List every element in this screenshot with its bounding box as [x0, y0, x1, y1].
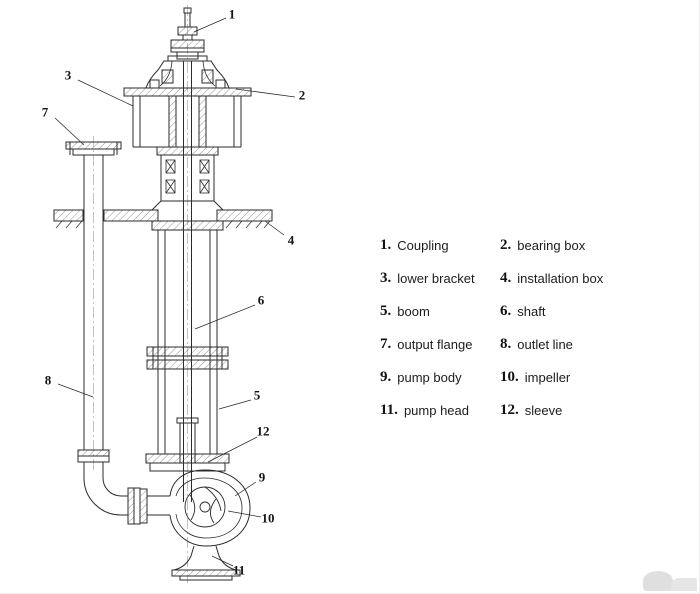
parts-legend: 1. Coupling 2. bearing box 3. lower brac…	[380, 229, 672, 427]
legend-item-number: 6.	[500, 303, 512, 319]
centerlines	[93, 5, 188, 583]
watermark-logo	[639, 565, 697, 591]
legend-item-label: shaft	[517, 304, 546, 319]
callout-bearing-box: 2	[298, 87, 306, 103]
legend-item-outlet-line: 8. outlet line	[500, 328, 672, 361]
legend-item-label: outlet line	[517, 337, 573, 352]
lower-bracket-part	[132, 96, 242, 148]
callout-pump-body: 9	[258, 469, 266, 485]
legend-item-number: 9.	[380, 369, 392, 385]
legend-item-coupling: 1. Coupling	[380, 229, 494, 262]
legend-item-number: 4.	[500, 270, 512, 286]
legend-item-number: 8.	[500, 336, 512, 352]
legend-item-label: Coupling	[397, 238, 449, 253]
bearing-box-part	[123, 55, 252, 211]
callout-installation-box: 4	[287, 232, 295, 248]
shaft-part	[183, 61, 192, 502]
outlet-line-part	[77, 155, 148, 525]
legend-item-shaft: 6. shaft	[500, 295, 672, 328]
impeller-part	[184, 486, 226, 528]
callout-coupling: 1	[228, 6, 236, 22]
legend-item-label: impeller	[524, 370, 571, 385]
boom-part	[145, 220, 230, 472]
legend-item-lower-bracket: 3. lower bracket	[380, 262, 494, 295]
legend-item-label: boom	[397, 304, 430, 319]
legend-item-number: 12.	[500, 402, 519, 418]
legend-item-bearing-box: 2. bearing box	[500, 229, 672, 262]
legend-item-number: 1.	[380, 237, 392, 253]
legend-item-label: pump head	[403, 403, 469, 418]
callout-lower-bracket: 3	[64, 67, 72, 83]
legend-item-label: bearing box	[517, 238, 586, 253]
legend-item-number: 10.	[500, 369, 519, 385]
callout-output-flange: 7	[41, 104, 49, 120]
legend-item-label: output flange	[397, 337, 473, 352]
callout-outlet-line: 8	[44, 372, 52, 388]
legend-item-output-flange: 7. output flange	[380, 328, 494, 361]
legend-item-label: sleeve	[524, 403, 563, 418]
callout-boom: 5	[253, 387, 261, 403]
callout-shaft: 6	[257, 292, 265, 308]
legend-item-installation-box: 4. installation box	[500, 262, 672, 295]
legend-item-label: pump body	[397, 370, 462, 385]
watermark-shape	[671, 578, 697, 591]
legend-item-number: 5.	[380, 303, 392, 319]
legend-item-label: lower bracket	[397, 271, 475, 286]
legend-item-label: installation box	[517, 271, 604, 286]
watermark-shape	[643, 571, 673, 591]
installation-plate-part	[53, 209, 273, 229]
pump-head-part	[171, 545, 241, 581]
legend-item-pump-body: 9. pump body	[380, 361, 494, 394]
legend-item-sleeve: 12. sleeve	[500, 394, 672, 427]
callout-pump-head: 11	[232, 562, 246, 578]
callout-sleeve: 12	[256, 423, 270, 439]
pump-body-part	[147, 469, 251, 547]
legend-item-number: 11.	[380, 402, 398, 418]
legend-item-number: 3.	[380, 270, 392, 286]
sleeve-part	[176, 417, 199, 463]
legend-item-boom: 5. boom	[380, 295, 494, 328]
legend-item-impeller: 10. impeller	[500, 361, 672, 394]
callout-impeller: 10	[261, 510, 275, 526]
legend-item-pump-head: 11. pump head	[380, 394, 494, 427]
callout-leader-lines	[54, 17, 296, 567]
legend-item-number: 2.	[500, 237, 512, 253]
output-flange-part	[65, 141, 122, 156]
legend-item-number: 7.	[380, 336, 392, 352]
